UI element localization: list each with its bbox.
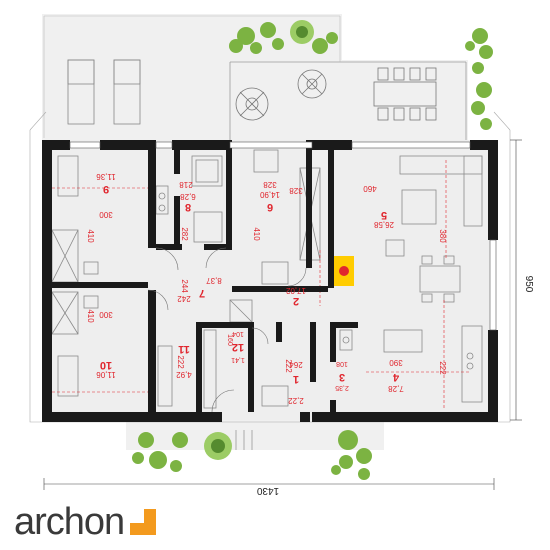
svg-text:11,36: 11,36 xyxy=(96,172,116,181)
svg-text:460: 460 xyxy=(363,184,377,193)
svg-text:8: 8 xyxy=(185,201,191,213)
svg-text:3: 3 xyxy=(339,371,345,383)
svg-text:8,37: 8,37 xyxy=(206,276,222,285)
svg-text:2,35: 2,35 xyxy=(335,384,349,391)
svg-text:17,02: 17,02 xyxy=(285,286,306,295)
room-1-label: 1 2,22 264 xyxy=(288,360,304,405)
furniture xyxy=(51,149,483,409)
room-8-side: 282 xyxy=(180,227,189,241)
svg-text:6,28: 6,28 xyxy=(180,192,196,201)
svg-text:4: 4 xyxy=(392,371,399,383)
svg-text:390: 390 xyxy=(389,358,403,367)
room-2-label: 2 17,02 328 xyxy=(285,186,306,307)
svg-text:9: 9 xyxy=(103,183,109,195)
room-6-side: 410 xyxy=(252,227,261,241)
svg-text:14,90: 14,90 xyxy=(259,190,280,199)
overall-depth-label: 950 xyxy=(523,276,534,293)
dashed-guide-lines xyxy=(52,160,470,408)
svg-text:12: 12 xyxy=(232,341,244,353)
roof-outline xyxy=(29,130,511,423)
svg-text:108: 108 xyxy=(336,360,348,367)
room-9-side: 410 xyxy=(86,229,95,243)
walls xyxy=(42,140,498,422)
svg-text:5: 5 xyxy=(381,209,387,221)
svg-text:11: 11 xyxy=(178,343,190,355)
room-4-label: 4 7,28 390 xyxy=(388,358,404,393)
room-5-side: 380 xyxy=(438,229,447,243)
svg-text:328: 328 xyxy=(263,180,277,189)
room-11-label: 11 4,92 242 xyxy=(176,294,192,379)
room-7-dim: 244 xyxy=(180,279,189,293)
svg-text:218: 218 xyxy=(179,180,193,189)
room-12-label: 12 1,41 104 xyxy=(231,330,245,363)
svg-text:10: 10 xyxy=(100,359,112,371)
svg-text:26,58: 26,58 xyxy=(373,220,394,229)
svg-text:6: 6 xyxy=(267,201,273,213)
room-10-label: 10 11,06 300 xyxy=(96,310,116,379)
room-1-side: 222 xyxy=(284,359,293,373)
svg-text:300: 300 xyxy=(99,310,113,319)
room-6-label: 6 14,90 328 xyxy=(259,180,280,213)
svg-text:1,41: 1,41 xyxy=(231,356,245,363)
svg-text:11,06: 11,06 xyxy=(96,370,116,379)
plant-icon xyxy=(132,20,493,480)
fireplace-icon xyxy=(334,256,354,286)
logo-text: archon xyxy=(14,501,125,543)
logo-square-icon xyxy=(130,509,157,535)
svg-text:7: 7 xyxy=(199,287,205,299)
svg-text:1: 1 xyxy=(293,373,299,385)
svg-text:300: 300 xyxy=(99,210,113,219)
archon-logo: archon xyxy=(14,501,157,543)
room-8-label: 8 6,28 218 xyxy=(179,180,196,213)
overall-width-label: 1430 xyxy=(256,485,279,496)
room-10-side: 410 xyxy=(86,309,95,323)
door-swings xyxy=(147,247,307,413)
svg-text:242: 242 xyxy=(177,294,191,303)
room-12-side: 160 xyxy=(226,334,233,346)
room-5-label: 5 26,58 460 xyxy=(363,184,394,229)
dimension-lines xyxy=(43,139,522,490)
room-9-label: 9 11,36 300 xyxy=(96,172,116,219)
svg-text:264: 264 xyxy=(289,360,303,369)
garden-furniture-icon xyxy=(235,67,437,121)
svg-text:4,92: 4,92 xyxy=(176,370,192,379)
svg-text:7,28: 7,28 xyxy=(388,384,404,393)
svg-text:328: 328 xyxy=(289,186,303,195)
svg-text:2,22: 2,22 xyxy=(288,396,304,405)
svg-text:2: 2 xyxy=(293,295,299,307)
room-4-side: 222 xyxy=(438,361,447,375)
svg-text:104: 104 xyxy=(232,330,244,337)
room-11-side: 222 xyxy=(176,355,185,369)
floor-area xyxy=(46,140,494,420)
windows xyxy=(69,141,497,331)
sun-lounger-icon xyxy=(67,59,141,125)
room-3-label: 3 2,35 108 xyxy=(335,360,349,391)
room-7-label: 7 8,37 xyxy=(199,276,222,299)
